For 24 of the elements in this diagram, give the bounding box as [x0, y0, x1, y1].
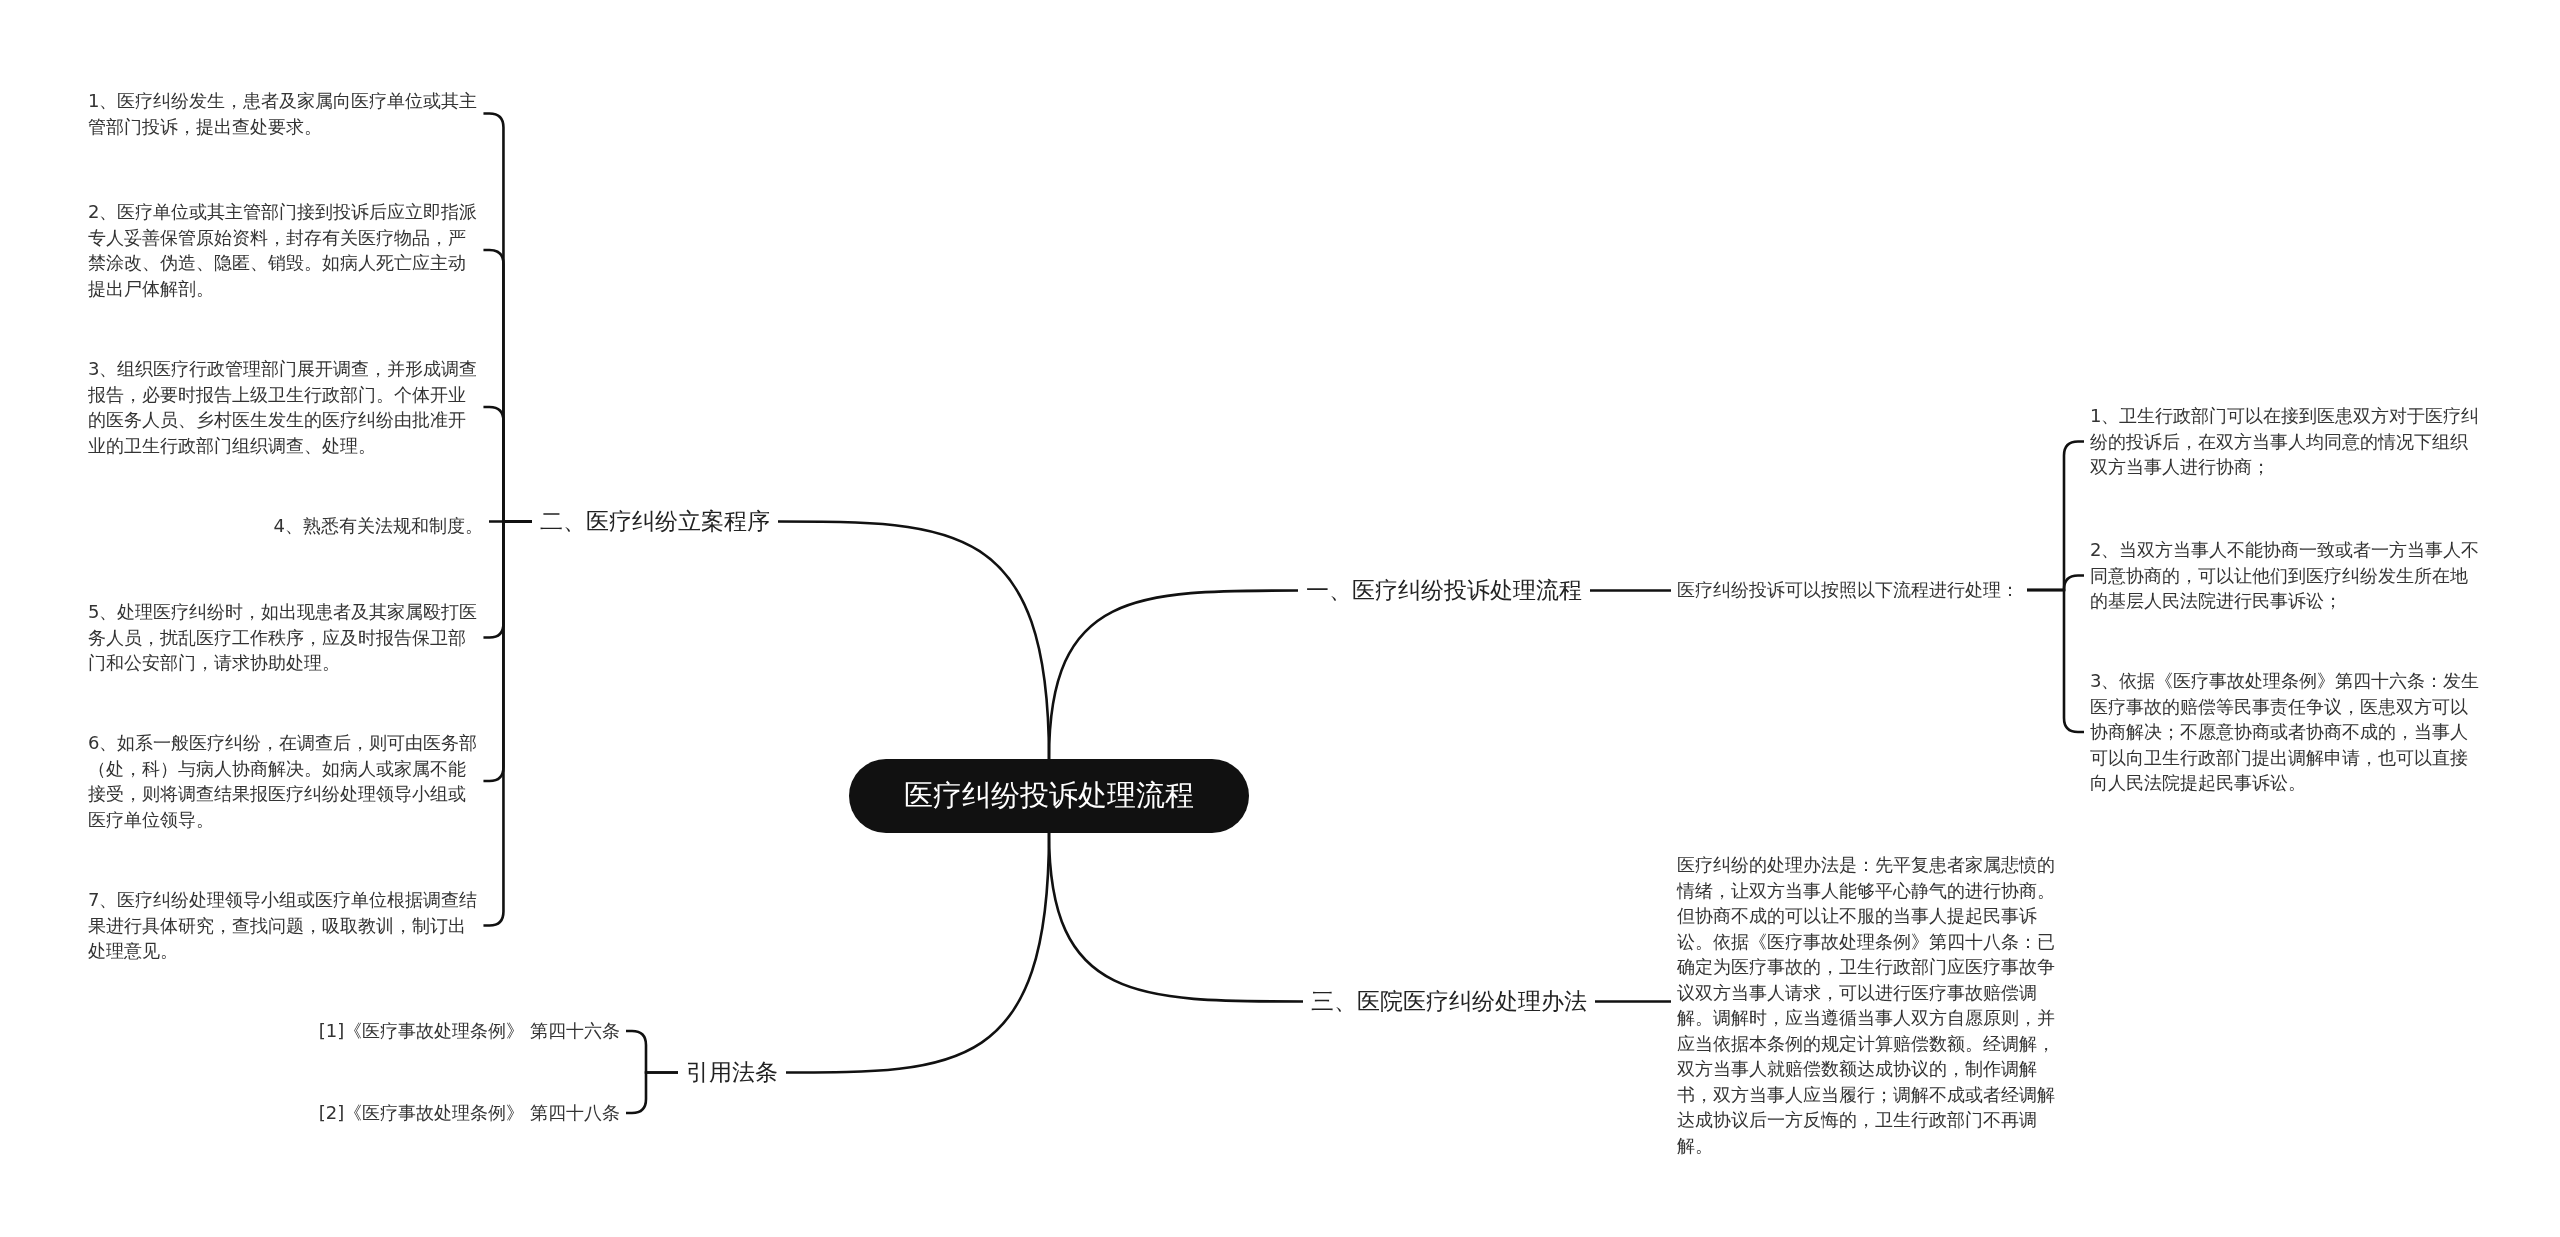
branch-label: 二、医疗纠纷立案程序 [540, 505, 790, 538]
note-text: 1、医疗纠纷发生，患者及家属向医疗单位或其主管部门投诉，提出查处要求。 [88, 88, 483, 140]
note-text: 1、卫生行政部门可以在接到医患双方对于医疗纠纷的投诉后，在双方当事人均同意的情况下组织双方当事人进行协商； [2090, 403, 2485, 480]
branch-label: 三、医院医疗纠纷处理办法 [1311, 985, 1611, 1018]
note-text: [2]《医疗事故处理条例》 第四十八条 [296, 1100, 620, 1126]
note-text: 3、组织医疗行政管理部门展开调查，并形成调查报告，必要时报告上级卫生行政部门。个体开业的医务人员、乡村医生发生的医疗纠纷由批准开业的卫生行政部门组织调查、处理。 [88, 356, 483, 459]
note-text: 4、熟悉有关法规和制度。 [250, 513, 483, 539]
note-text: 医疗纠纷的处理办法是：先平复患者家属悲愤的情绪，让双方当事人能够平心静气的进行协商。但协商不成的可以让不服的当事人提起民事诉讼。依据《医疗事故处理条例》第四十八条：已确定为医疗事故的，卫生行政部门应医疗事故争议双方当事人请求，可以进行医疗事故赔偿调解。调解时，应当遵循当事人双方自愿原则，并应当依据本条例的规定计算赔偿数额。经调解，双方当事人就赔偿数额达成协议的，制作调解书，双方当事人应当履行；调解不成或者经调解达成协议后一方反悔的，卫生行政部门不再调解。 [1677, 852, 2072, 1159]
branch-label: 引用法条 [686, 1056, 791, 1089]
note-text: 3、依据《医疗事故处理条例》第四十六条：发生医疗事故的赔偿等民事责任争议，医患双方可以协商解决；不愿意协商或者协商不成的，当事人可以向卫生行政部门提出调解申请，也可以直接向人民法院提起民事诉讼。 [2090, 668, 2485, 796]
central-topic: 医疗纠纷投诉处理流程 [849, 759, 1249, 833]
connector-line [1595, 1000, 1671, 1003]
connector-line [778, 520, 1051, 760]
note-text: 2、当双方当事人不能协商一致或者一方当事人不同意协商的，可以让他们到医疗纠纷发生所在地的基层人民法院进行民事诉讼； [2090, 537, 2485, 614]
note-text: 6、如系一般医疗纠纷，在调查后，则可由医务部（处，科）与病人协商解决。如病人或家属不能接受，则将调查结果报医疗纠纷处理领导小组或医疗单位领导。 [88, 730, 483, 833]
note-text: 7、医疗纠纷处理领导小组或医疗单位根据调查结果进行具体研究，查找问题，吸取教训，制订出处理意见。 [88, 887, 483, 964]
connector-line [786, 832, 1051, 1074]
connector-line [626, 1071, 678, 1115]
note-text: 医疗纠纷投诉可以按照以下流程进行处理： [1677, 577, 2037, 603]
branch-label: 一、医疗纠纷投诉处理流程 [1306, 574, 1616, 607]
note-text: [1]《医疗事故处理条例》 第四十六条 [296, 1018, 620, 1044]
note-text: 5、处理医疗纠纷时，如出现患者及其家属殴打医务人员，扰乱医疗工作秩序，应及时报告保卫部门和公安部门，请求协助处理。 [88, 599, 483, 676]
connector-line [1590, 589, 1671, 592]
note-text: 2、医疗单位或其主管部门接到投诉后应立即指派专人妥善保管原始资料，封存有关医疗物品，严禁涂改、伪造、隐匿、销毁。如病人死亡应主动提出尸体解剖。 [88, 199, 483, 302]
